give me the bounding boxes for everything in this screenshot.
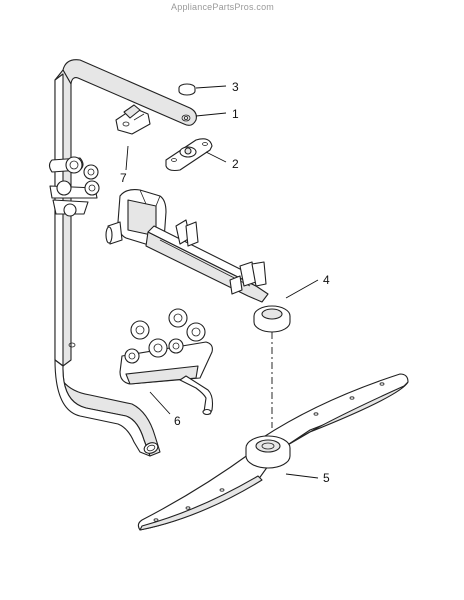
part-bracket (115, 104, 151, 135)
callout-5: 5 (323, 471, 330, 485)
part-cap (178, 83, 196, 96)
supply-tube (48, 59, 197, 457)
callout-2: 2 (232, 157, 239, 171)
part-mount (165, 138, 213, 172)
callout-1: 1 (232, 107, 239, 121)
leader-lines (125, 85, 319, 479)
part-clip-assembly (119, 308, 214, 416)
part-lower-spray-arm (137, 373, 409, 531)
callout-6: 6 (174, 414, 181, 428)
callout-3: 3 (232, 80, 239, 94)
part-spray-manifold (105, 189, 291, 333)
callout-4: 4 (323, 273, 330, 287)
watermark-text: AppliancePartsPros.com (171, 2, 274, 12)
callout-7: 7 (120, 171, 127, 185)
